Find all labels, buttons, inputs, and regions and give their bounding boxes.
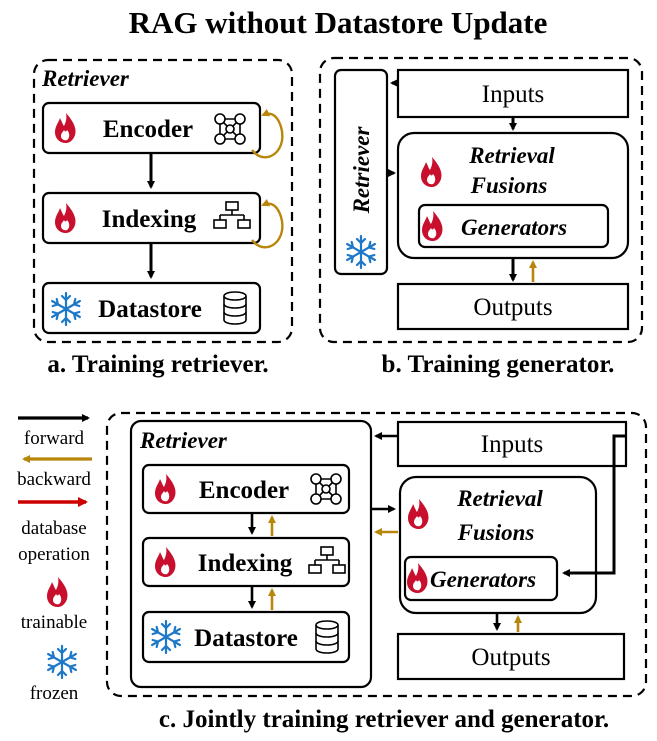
panel-a-datastore-box — [41, 281, 262, 335]
panel-c-arrow-inputs-to-generators — [562, 434, 626, 577]
panel-a-indexing-loop-arrow — [251, 198, 284, 249]
legend-backward-label: backward — [17, 469, 91, 490]
network-icon — [214, 113, 246, 145]
panel-b-generators-label: Generators — [461, 215, 567, 240]
panel-a-encoder-loop-arrow — [251, 108, 284, 159]
panel-c-fusion-line1: Retrieval — [456, 486, 543, 511]
panel-a-encoder-label: Encoder — [103, 116, 193, 143]
panel-c-datastore-label: Datastore — [194, 625, 298, 652]
panel-b-inputs-label: Inputs — [482, 81, 545, 108]
panel-c-inputs-label: Inputs — [481, 431, 544, 458]
panel-b-frame — [318, 56, 644, 344]
flame-icon — [47, 577, 68, 607]
panel-a-indexing-label: Indexing — [102, 206, 197, 233]
panel-c-outputs-box — [396, 632, 626, 681]
panel-c-retriever-label: Retriever — [139, 428, 228, 453]
panel-b-caption: b. Training generator. — [382, 351, 615, 378]
panel-a: Retriever Encoder Indexing Datastore — [32, 58, 294, 344]
legend-database-line1: database — [21, 518, 86, 539]
panel-c-caption: c. Jointly training retriever and genera… — [159, 706, 609, 733]
panel-a-label: Retriever — [41, 66, 130, 91]
panel-b-fusion-line1: Retrieval — [468, 143, 555, 168]
panel-c-encoder-label: Encoder — [199, 477, 289, 504]
panel-a-caption: a. Training retriever. — [47, 351, 268, 378]
panel-c-fusion-line2: Fusions — [457, 520, 535, 545]
panel-c-inputs-box — [396, 420, 628, 468]
panel-b-retriever-label: Retriever — [349, 126, 374, 215]
panel-c-outputs-label: Outputs — [471, 644, 550, 671]
panel-c-generators-label: Generators — [430, 567, 536, 592]
legend-forward-label: forward — [24, 428, 85, 449]
database-icon — [223, 291, 247, 325]
legend-frozen-label: frozen — [30, 683, 79, 704]
panel-c-indexing-label: Indexing — [198, 550, 293, 577]
panel-a-datastore-label: Datastore — [98, 296, 202, 323]
snowflake-icon — [46, 644, 78, 680]
legend-database-line2: operation — [18, 544, 90, 565]
panel-c-encoder-box — [141, 463, 351, 515]
panel-b: Retriever Inputs Retrieval Fusions Gener… — [318, 56, 644, 344]
panel-b-generators-box — [417, 203, 610, 249]
panel-c-frame — [105, 411, 648, 698]
database-icon — [315, 620, 339, 654]
panel-a-frame — [32, 58, 294, 344]
panel-b-fusion-line2: Fusions — [470, 173, 548, 198]
panel-b-outputs-box — [396, 282, 630, 331]
panel-b-outputs-label: Outputs — [473, 294, 552, 321]
panel-c-indexing-box — [141, 536, 351, 588]
network-icon — [310, 473, 342, 505]
panel-c: Retriever Encoder Indexing Datastore Inp… — [105, 411, 648, 698]
panel-c-datastore-box — [141, 610, 351, 664]
legend: forward backward database operation trai… — [17, 414, 92, 704]
legend-trainable-label: trainable — [21, 612, 87, 633]
panel-c-generators-box — [403, 555, 559, 602]
page-title: RAG without Datastore Update — [129, 5, 548, 40]
